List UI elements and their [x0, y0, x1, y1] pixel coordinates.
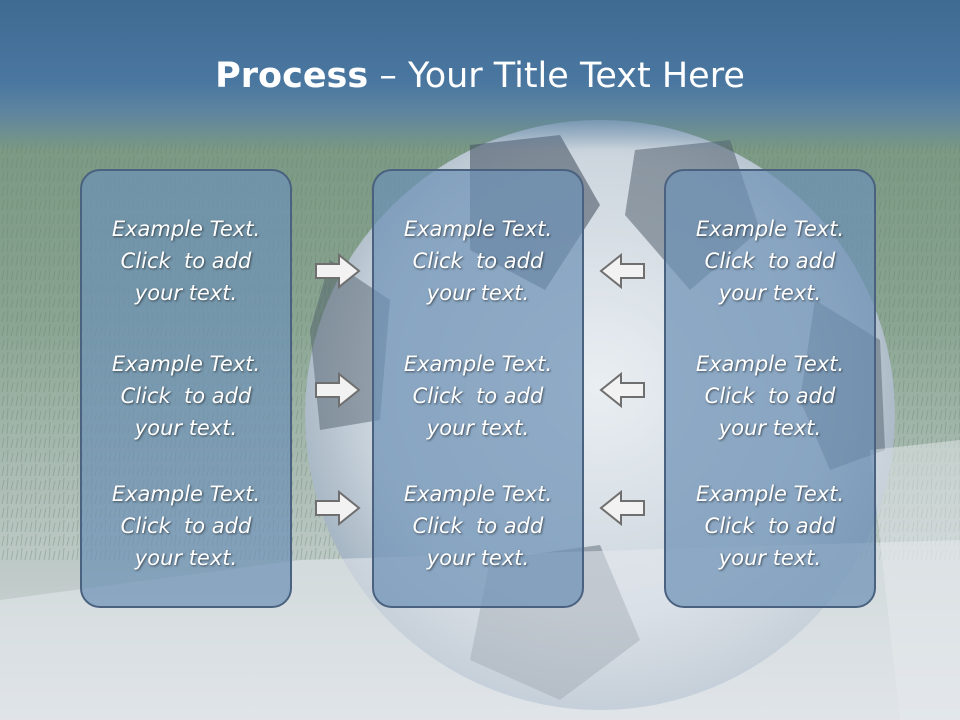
text-line: Click to add	[120, 514, 252, 538]
text-block: Example Text. Click to add your text.	[666, 213, 874, 309]
arrow-left-icon	[599, 489, 645, 527]
text-line: Click to add	[120, 249, 252, 273]
arrow-left-icon	[599, 371, 645, 409]
text-line: Example Text.	[403, 352, 553, 376]
text-line: your text.	[718, 546, 822, 570]
text-line: your text.	[134, 281, 238, 305]
text-line: Click to add	[120, 384, 252, 408]
process-box-center[interactable]: Example Text. Click to add your text. Ex…	[372, 169, 584, 608]
text-line: your text.	[718, 281, 822, 305]
text-line: Click to add	[704, 384, 836, 408]
text-block: Example Text. Click to add your text.	[82, 478, 290, 574]
text-block: Example Text. Click to add your text.	[666, 348, 874, 444]
text-line: Example Text.	[695, 352, 845, 376]
text-block: Example Text. Click to add your text.	[82, 348, 290, 444]
text-block: Example Text. Click to add your text.	[82, 213, 290, 309]
process-box-right[interactable]: Example Text. Click to add your text. Ex…	[664, 169, 876, 608]
text-line: your text.	[134, 416, 238, 440]
text-line: Click to add	[704, 249, 836, 273]
arrow-left-icon	[599, 252, 645, 290]
arrow-right-icon	[315, 489, 361, 527]
text-line: Example Text.	[111, 482, 261, 506]
text-line: Click to add	[412, 514, 544, 538]
text-line: Example Text.	[111, 352, 261, 376]
text-line: Click to add	[412, 249, 544, 273]
text-line: your text.	[426, 416, 530, 440]
page-title: Process – Your Title Text Here	[0, 54, 960, 98]
text-line: Example Text.	[403, 482, 553, 506]
text-line: Click to add	[704, 514, 836, 538]
text-line: your text.	[134, 546, 238, 570]
text-line: Click to add	[412, 384, 544, 408]
text-block: Example Text. Click to add your text.	[374, 348, 582, 444]
text-block: Example Text. Click to add your text.	[374, 478, 582, 574]
text-line: your text.	[426, 546, 530, 570]
arrow-right-icon	[315, 371, 361, 409]
text-line: Example Text.	[695, 217, 845, 241]
text-line: your text.	[718, 416, 822, 440]
title-bold: Process	[215, 56, 369, 96]
title-band	[0, 0, 960, 150]
text-line: Example Text.	[695, 482, 845, 506]
text-block: Example Text. Click to add your text.	[666, 478, 874, 574]
title-rest: – Your Title Text Here	[368, 56, 745, 96]
text-line: your text.	[426, 281, 530, 305]
process-box-left[interactable]: Example Text. Click to add your text. Ex…	[80, 169, 292, 608]
arrow-right-icon	[315, 252, 361, 290]
text-line: Example Text.	[111, 217, 261, 241]
text-line: Example Text.	[403, 217, 553, 241]
text-block: Example Text. Click to add your text.	[374, 213, 582, 309]
